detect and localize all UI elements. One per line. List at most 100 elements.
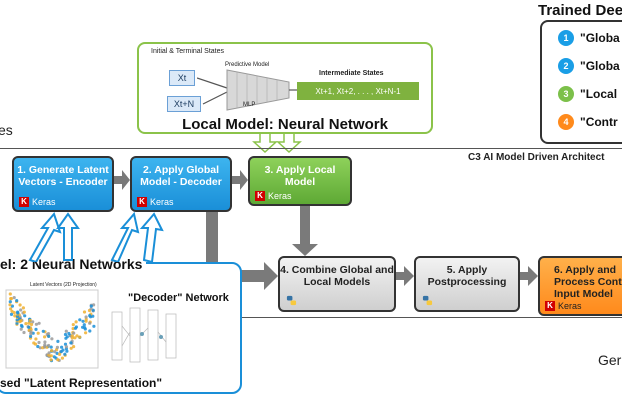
scatter-point [9, 297, 13, 301]
scatter-point [8, 303, 12, 307]
scatter-point [21, 306, 25, 310]
scatter-point [75, 334, 79, 338]
scatter-point [27, 321, 31, 325]
scatter-point [41, 329, 45, 333]
scatter-point [9, 312, 14, 316]
local-down-arrow-1 [252, 132, 278, 154]
up-arrow-4 [139, 212, 164, 262]
scatter-point [37, 321, 41, 325]
scatter-point [8, 292, 12, 296]
scatter-point [22, 330, 26, 335]
scatter-point [37, 340, 41, 345]
trained-label-4: "Contr [580, 115, 618, 129]
scatter-point [92, 324, 96, 328]
trained-panel: 1 "Globa 2 "Globa 3 "Local 4 "Contr [540, 20, 622, 144]
scatter-point [64, 329, 68, 333]
arrow-3-4 [292, 206, 318, 256]
trained-item-4: 4 "Contr [558, 114, 618, 130]
step-6-label: 6. Apply and Process Contr Input Model [554, 264, 622, 301]
scatter-point [81, 319, 85, 323]
scatter-point [71, 327, 75, 331]
trained-num-4: 4 [558, 114, 574, 130]
keras-icon: K [255, 190, 265, 201]
scatter-point [43, 340, 47, 344]
scatter-point [53, 350, 57, 354]
scatter-point [63, 332, 68, 337]
scatter-point [56, 358, 60, 362]
step-4-combine: 4. Combine Global and Local Models [278, 256, 396, 312]
scatter-frame [5, 289, 99, 369]
decoder-layer-1 [111, 311, 123, 361]
local-model-panel: Initial & Terminal States Xt Xt+N Predic… [137, 42, 433, 134]
scatter-point [18, 303, 22, 307]
scatter-point [60, 356, 64, 360]
scatter-point [88, 329, 92, 333]
keras-icon: K [19, 196, 29, 207]
step-6-control: 6. Apply and Process Contr Input Model K… [538, 256, 622, 316]
step-5-postprocess: 5. Apply Postprocessing [414, 256, 520, 312]
scatter-point [56, 339, 60, 343]
local-down-arrow-2 [276, 132, 302, 154]
scatter-point [38, 346, 42, 350]
trained-item-2: 2 "Globa [558, 58, 620, 74]
state-xt: Xt [169, 70, 195, 86]
arrow-5-6 [520, 266, 538, 286]
keras-icon: K [545, 300, 555, 311]
step-1-label: 1. Generate Latent Vectors - Encoder [17, 164, 109, 189]
scatter-point [12, 311, 16, 315]
scatter-point [55, 345, 60, 349]
up-arrow-3 [110, 212, 140, 262]
scatter-point [78, 318, 82, 322]
decoder-network-graphic [111, 307, 177, 363]
scatter-point [69, 346, 73, 350]
scatter-point [8, 300, 12, 304]
intermediate-states-bar: Xt+1, Xt+2, . . . , Xt+N-1 [297, 82, 419, 100]
scatter-point [27, 325, 31, 329]
scatter-point [47, 353, 51, 357]
scatter-point [15, 321, 19, 325]
step-4-label: 4. Combine Global and Local Models [280, 264, 394, 289]
scatter-point [70, 334, 74, 338]
local-down-arrows [252, 132, 302, 154]
scatter-point [29, 330, 33, 334]
scatter-point [47, 334, 51, 338]
scatter-point [43, 335, 47, 339]
scatter-point [64, 336, 68, 340]
step-2-label: 2. Apply Global Model - Decoder [140, 164, 222, 189]
scatter-point [36, 344, 40, 349]
scatter-point [19, 327, 23, 331]
scatter-point [55, 351, 59, 355]
arrow-4-5 [396, 266, 414, 286]
scatter-point [24, 322, 28, 326]
scatter-point [36, 331, 40, 335]
trained-item-3: 3 "Local [558, 86, 617, 102]
scatter-point [73, 336, 77, 340]
blue-up-arrows [28, 212, 164, 262]
scatter-point [22, 310, 26, 314]
keras-label-3: Keras [268, 190, 292, 201]
scatter-point [15, 314, 20, 318]
trained-num-2: 2 [558, 58, 574, 74]
scatter-point [34, 322, 38, 326]
scatter-point [63, 342, 68, 346]
predictive-label: Predictive Model [225, 62, 270, 68]
scatter-point [34, 327, 38, 331]
scatter-point [58, 352, 62, 356]
scatter-point [9, 307, 13, 311]
scatter-point [71, 323, 75, 327]
latent-label: sed "Latent Representation" [0, 376, 163, 390]
decoder-layer-4 [165, 313, 177, 359]
scatter-point [72, 345, 76, 349]
up-arrow-2 [56, 212, 80, 261]
step-5-label: 5. Apply Postprocessing [427, 264, 507, 289]
intermediate-label: Intermediate States [319, 70, 384, 77]
step-3-label: 3. Apply Local Model [264, 164, 336, 189]
keras-label-6: Keras [558, 300, 582, 311]
scatter-point [34, 337, 38, 341]
scatter-point [49, 358, 53, 362]
keras-label-2: Keras [150, 196, 174, 207]
